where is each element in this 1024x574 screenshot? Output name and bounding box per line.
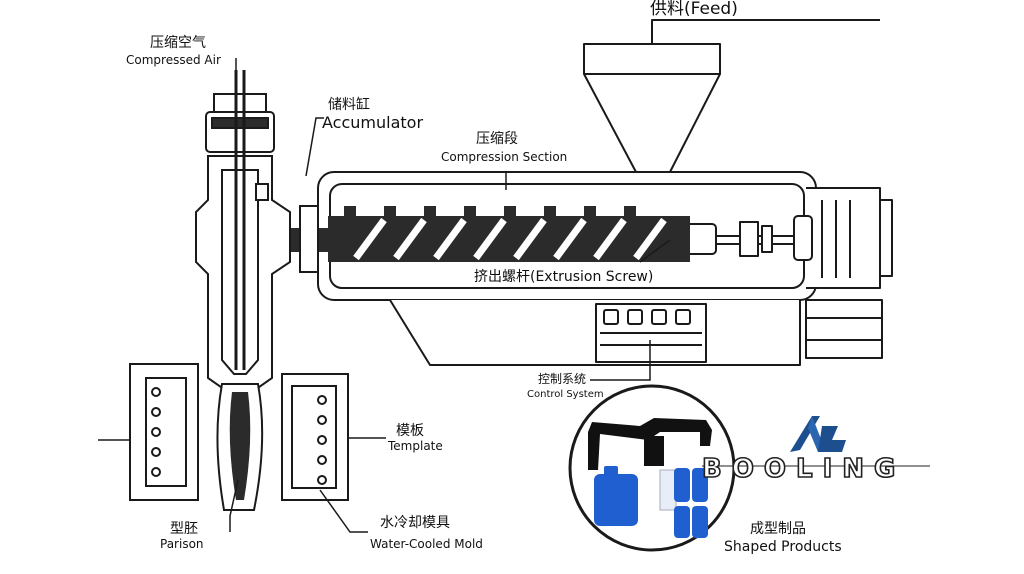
mold-label-zh: 水冷却模具 <box>380 515 450 531</box>
accumulator-label-en: Accumulator <box>322 113 424 132</box>
control-system-label-zh: 控制系统 <box>538 372 587 386</box>
parison-label-en: Parison <box>160 537 204 551</box>
compressed-air-label-en: Compressed Air <box>126 53 221 67</box>
compression-label-en: Compression Section <box>441 150 568 164</box>
drive-motor <box>806 187 881 289</box>
feed-label: 供料(Feed) <box>650 0 738 19</box>
mold-label-en: Water-Cooled Mold <box>370 537 483 551</box>
shaped-products-label-zh: 成型制品 <box>750 521 806 537</box>
compression-label-zh: 压缩段 <box>476 131 518 147</box>
accumulator-head <box>195 70 291 393</box>
brand-name: BOOLING <box>701 453 906 485</box>
extrusion-screw-label: 挤出螺杆(Extrusion Screw) <box>474 269 654 285</box>
products-illustration <box>568 384 736 552</box>
parison-label-zh: 型胚 <box>170 521 198 537</box>
template-label-en: Template <box>388 439 443 453</box>
control-system-label-en: Control System <box>527 389 604 400</box>
booling-logo-icon <box>790 416 846 452</box>
pipe-product <box>588 418 712 470</box>
extrusion-screw <box>328 206 690 262</box>
motor-box <box>805 299 883 359</box>
shaped-products-label-en: Shaped Products <box>724 539 842 555</box>
feed-line <box>651 19 880 44</box>
accumulator-label-zh: 储料缸 <box>328 97 370 113</box>
template-label-zh: 模板 <box>396 423 424 439</box>
compressed-air-label-zh: 压缩空气 <box>150 35 206 51</box>
